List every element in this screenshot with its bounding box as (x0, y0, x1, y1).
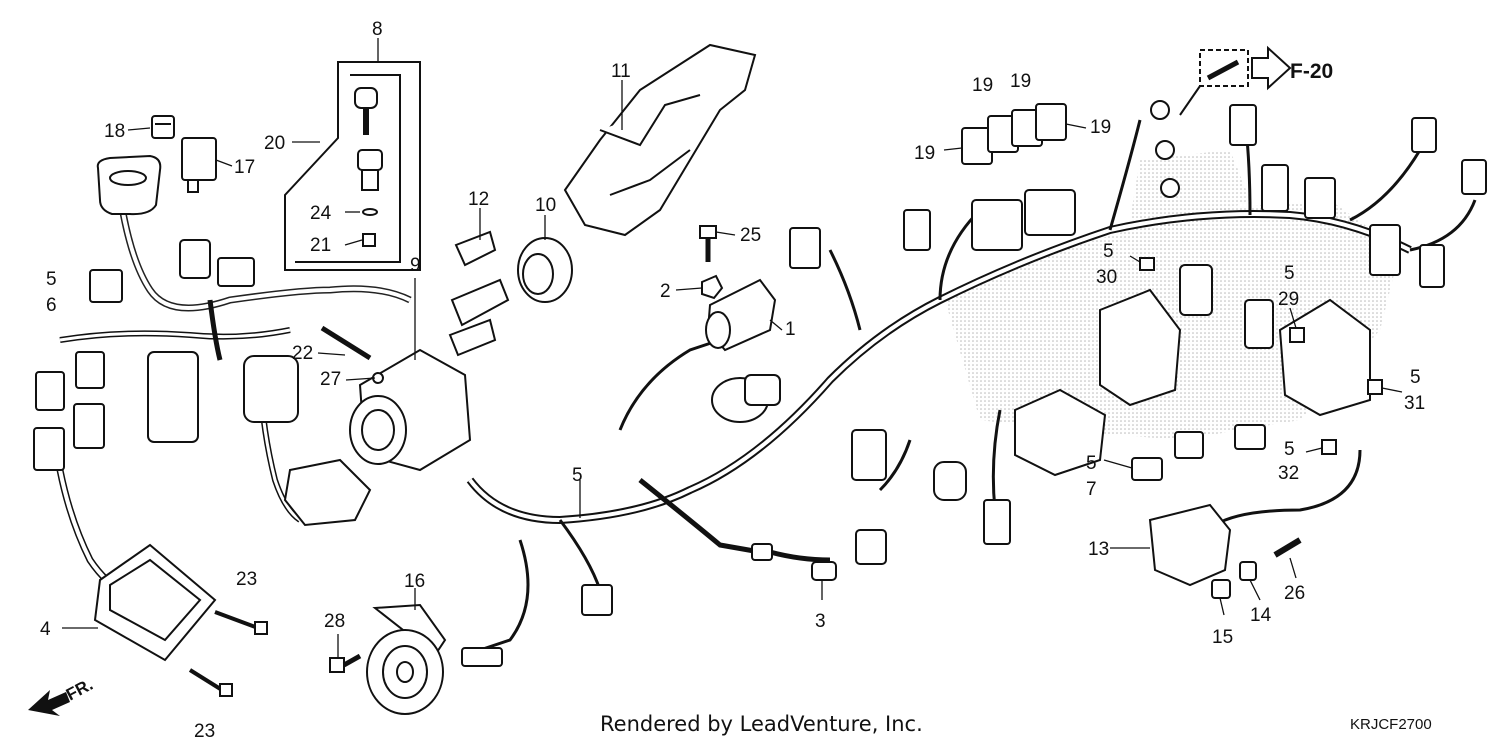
callout-19-b: 19 (1010, 71, 1032, 92)
callout-21: 21 (310, 235, 332, 256)
callout-26: 26 (1284, 583, 1306, 604)
meter-connector (96, 154, 255, 287)
part-13-unit (1148, 503, 1302, 599)
part-3-sensor (751, 543, 837, 581)
callout-13: 13 (1088, 539, 1110, 560)
diagram-code: KRJCF2700 (1350, 716, 1432, 733)
credit-text: Rendered by LeadVenture, Inc. (600, 712, 923, 736)
right-upper-connectors (1150, 100, 1487, 288)
callout-17: 17 (234, 157, 256, 178)
callout-2: 2 (660, 281, 671, 302)
leader-lines (62, 38, 1403, 658)
callout-5-fuse32: 5 (1284, 439, 1295, 460)
callout-7: 7 (1086, 479, 1097, 500)
fuse-box-upper (903, 189, 1076, 251)
callout-5-part7: 5 (1086, 453, 1097, 474)
callout-9: 9 (410, 255, 421, 276)
callout-23-lower: 23 (194, 721, 216, 742)
left-connector-cluster (33, 351, 299, 471)
callout-28: 28 (324, 611, 346, 632)
center-connectors (581, 227, 1011, 616)
reference-label: F-20 (1290, 60, 1334, 83)
part-23-bolts (188, 610, 268, 697)
callout-24: 24 (310, 203, 332, 224)
callout-11: 11 (611, 61, 631, 82)
callout-12: 12 (468, 189, 490, 210)
left-sub-harness (56, 194, 412, 604)
main-harness (466, 119, 1477, 652)
callout-19-a: 19 (972, 75, 994, 96)
part-28-bolt (329, 653, 362, 673)
callout-5-fuse30: 5 (1103, 241, 1114, 262)
callout-25: 25 (740, 225, 762, 246)
small-fuses (1131, 257, 1383, 481)
callout-3: 3 (815, 611, 826, 632)
part-19-relays (961, 103, 1067, 165)
callout-10: 10 (535, 195, 557, 216)
callout-27: 27 (320, 369, 342, 390)
part-17-relay (181, 137, 217, 193)
part-6-connector (89, 269, 123, 303)
reference-pointer (1179, 45, 1292, 116)
callout-29: 29 (1278, 289, 1300, 310)
part-18-connector (151, 115, 175, 139)
part-2-nut (699, 225, 724, 300)
callout-5-fuse29: 5 (1284, 263, 1295, 284)
part-9-ignition-switch (283, 230, 573, 527)
callout-6: 6 (46, 295, 57, 316)
part-1-coil (705, 278, 781, 423)
callout-16: 16 (404, 571, 426, 592)
callout-22: 22 (292, 343, 314, 364)
callout-19-d: 19 (914, 143, 936, 164)
callout-19-c: 19 (1090, 117, 1112, 138)
callout-15: 15 (1212, 627, 1234, 648)
callout-1: 1 (785, 319, 796, 340)
callout-5-fuse31: 5 (1410, 367, 1421, 388)
callout-31: 31 (1404, 393, 1426, 414)
callout-14: 14 (1250, 605, 1272, 626)
callout-4: 4 (40, 619, 51, 640)
part-16-horn (366, 603, 503, 715)
ecu-connector (1014, 388, 1107, 477)
callout-18: 18 (104, 121, 126, 142)
callout-30: 30 (1096, 267, 1118, 288)
callout-23-upper: 23 (236, 569, 258, 590)
callout-5-center: 5 (572, 465, 583, 486)
part-11-cover (563, 43, 757, 237)
callout-32: 32 (1278, 463, 1300, 484)
callout-20: 20 (264, 133, 286, 154)
part-4-control-unit (93, 543, 217, 662)
part-8-key-set (284, 61, 421, 271)
callout-8: 8 (372, 19, 383, 40)
callout-5-left: 5 (46, 269, 57, 290)
front-arrow (28, 690, 70, 716)
